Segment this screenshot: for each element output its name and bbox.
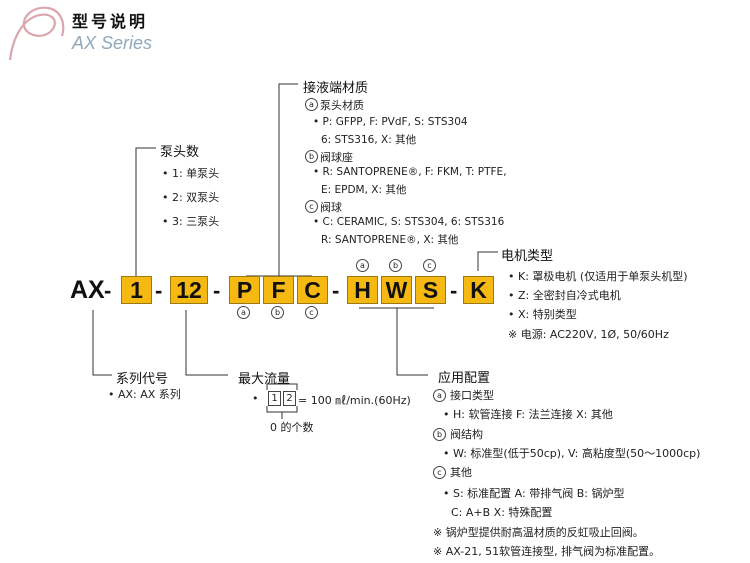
pump-heads-title: 泵头数 xyxy=(160,145,200,160)
circle-c: c xyxy=(423,259,436,272)
series-code-title: 系列代号 xyxy=(116,372,169,387)
flow-digit-box: 1 xyxy=(268,391,281,406)
other-title: 其他 xyxy=(450,466,472,479)
motor-item: • Z: 全密封自冷式电机 xyxy=(508,289,621,302)
flow-formula: = 100 ㎖/min.(60Hz) xyxy=(298,394,411,407)
pump-heads-item: • 3: 三泵头 xyxy=(162,215,220,228)
code-box-other: S xyxy=(415,276,446,304)
dash: - xyxy=(332,278,340,303)
circle-a: a xyxy=(305,98,318,111)
circle-b: b xyxy=(271,306,284,319)
motor-item: • X: 特别类型 xyxy=(508,308,577,321)
connection-type-title: 接口类型 xyxy=(450,389,494,402)
valve-seat-line: • R: SANTOPRENE®, F: FKM, T: PTFE, xyxy=(313,166,507,178)
note: ※ AX-21, 51软管连接型, 排气阀为标准配置。 xyxy=(433,545,661,558)
code-box-valve-seat: F xyxy=(263,276,294,304)
pump-head-material-line: 6: STS316, X: 其他 xyxy=(321,134,417,146)
series-subtitle: AX Series xyxy=(72,33,153,53)
valve-structure-line: • W: 标准型(低于50cp), V: 高粘度型(50～1000cp) xyxy=(443,447,701,460)
circle-c: c xyxy=(305,306,318,319)
valve-structure-title: 阀结构 xyxy=(450,428,483,441)
motor-item: • K: 罩极电机 (仅适用于单泵头机型) xyxy=(508,270,688,283)
dash: - xyxy=(104,278,112,303)
valve-seat-title: 阀球座 xyxy=(320,151,353,164)
valve-seat-line: E: EPDM, X: 其他 xyxy=(321,184,407,196)
code-box-motor: K xyxy=(463,276,494,304)
circle-b: b xyxy=(389,259,402,272)
circle-c: c xyxy=(305,200,318,213)
code-box-valve-ball: C xyxy=(297,276,328,304)
code-box-connection: H xyxy=(347,276,378,304)
code-box-pump-head-material: P xyxy=(229,276,260,304)
pump-heads-item: • 2: 双泵头 xyxy=(162,191,220,204)
other-line: • S: 标准配置 A: 带排气阀 B: 锅炉型 xyxy=(443,487,625,500)
valve-ball-line: R: SANTOPRENE®, X: 其他 xyxy=(321,234,459,246)
flow-bullet: • xyxy=(252,392,259,405)
circle-b: b xyxy=(433,428,446,441)
other-line: C: A+B X: 特殊配置 xyxy=(451,506,553,519)
note: ※ 锅炉型提供耐高温材质的反虹吸止回阀。 xyxy=(433,526,644,539)
flow-digit-box: 2 xyxy=(283,391,296,406)
circle-a: a xyxy=(356,259,369,272)
power-note: ※ 电源: AC220V, 1Ø, 50/60Hz xyxy=(508,328,669,341)
code-box-max-flow: 12 xyxy=(170,276,208,304)
swirl-logo-icon xyxy=(8,6,65,61)
dash: - xyxy=(450,278,458,303)
series-code-item: • AX: AX 系列 xyxy=(108,388,181,401)
code-box-valve-structure: W xyxy=(381,276,412,304)
max-flow-title: 最大流量 xyxy=(238,372,291,387)
valve-ball-title: 阀球 xyxy=(320,201,342,214)
circle-a: a xyxy=(433,389,446,402)
valve-ball-line: • C: CERAMIC, S: STS304, 6: STS316 xyxy=(313,216,505,228)
page-title: 型号说明 xyxy=(72,12,149,31)
dash: - xyxy=(213,278,221,303)
pump-head-material-line: • P: GFPP, F: PVdF, S: STS304 xyxy=(313,116,468,128)
pump-heads-item: • 1: 单泵头 xyxy=(162,167,220,180)
circle-b: b xyxy=(305,150,318,163)
circle-c: c xyxy=(433,466,446,479)
flow-note: 0 的个数 xyxy=(270,421,314,434)
code-box-pump-heads: 1 xyxy=(121,276,152,304)
dash: - xyxy=(155,278,163,303)
circle-a: a xyxy=(237,306,250,319)
model-prefix: AX xyxy=(70,276,105,304)
motor-title: 电机类型 xyxy=(501,249,554,264)
pump-head-material-title: 泵头材质 xyxy=(320,99,364,112)
connection-type-line: • H: 软管连接 F: 法兰连接 X: 其他 xyxy=(443,408,613,421)
application-title: 应用配置 xyxy=(438,371,491,386)
wetted-title: 接液端材质 xyxy=(303,81,369,96)
